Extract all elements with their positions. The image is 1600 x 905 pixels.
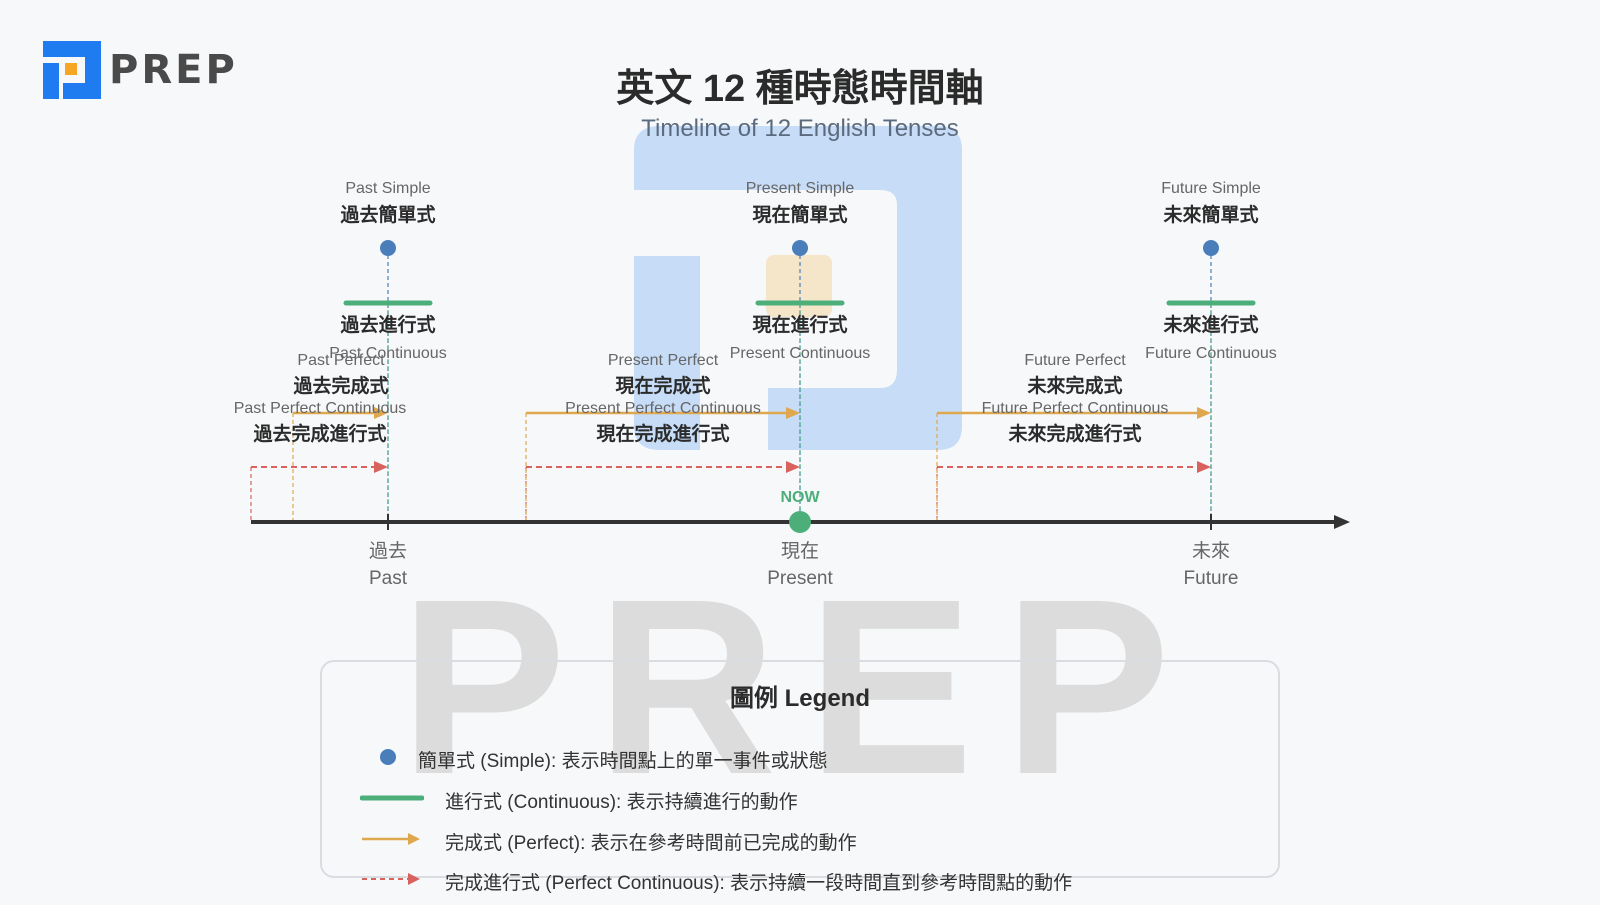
page-subtitle: Timeline of 12 English Tenses xyxy=(641,115,959,142)
present-perfect-label-zh: 現在完成式 xyxy=(615,374,710,397)
future-continuous-label-en: Future Continuous xyxy=(1145,345,1277,362)
past-perfect-continuous-label-zh: 過去完成進行式 xyxy=(253,422,386,445)
legend-item-perfect-continuous: 完成進行式 (Perfect Continuous): 表示持續一段時間直到參考… xyxy=(322,864,1278,894)
past-perfect-continuous-label-en: Past Perfect Continuous xyxy=(234,400,407,417)
legend-text-continuous: 進行式 (Continuous): 表示持續進行的動作 xyxy=(445,792,798,813)
future-perfect-continuous-label-en: Future Perfect Continuous xyxy=(982,400,1169,417)
past-axis-label-en: Past xyxy=(369,568,408,589)
past-simple-label-zh: 過去簡單式 xyxy=(340,203,435,226)
future-continuous-label-zh: 未來進行式 xyxy=(1162,313,1258,336)
present-perfect-continuous-label-en: Present Perfect Continuous xyxy=(565,400,761,417)
future-simple-label-zh: 未來簡單式 xyxy=(1162,203,1258,226)
future-perfect-label-en: Future Perfect xyxy=(1024,352,1126,369)
arrow-icon xyxy=(362,833,420,845)
future-simple-label-en: Future Simple xyxy=(1161,180,1261,197)
logo-wordmark: PREP xyxy=(109,47,238,93)
dashed-arrow-icon xyxy=(362,873,420,885)
past-axis-label-zh: 過去 xyxy=(369,540,407,562)
legend-panel: 圖例 Legend 簡單式 (Simple): 表示時間點上的單一事件或狀態 進… xyxy=(320,660,1280,894)
future-perfect-continuous-label-zh: 未來完成進行式 xyxy=(1007,422,1141,445)
logo-mark-icon xyxy=(43,41,101,99)
past-perfect-label-zh: 過去完成式 xyxy=(293,374,388,397)
legend-title: 圖例 Legend xyxy=(729,685,870,712)
future-simple-dot xyxy=(1203,240,1219,256)
legend-text-perfect-continuous: 完成進行式 (Perfect Continuous): 表示持續一段時間直到參考… xyxy=(445,873,1073,894)
dot-icon xyxy=(380,749,396,765)
future-axis-label-en: Future xyxy=(1184,568,1239,589)
present-highlight-box xyxy=(766,255,832,317)
past-simple-dot xyxy=(380,240,396,256)
present-perfect-continuous-label-zh: 現在完成進行式 xyxy=(596,422,729,445)
future-perfect-continuous-arrowhead xyxy=(1197,461,1211,473)
legend-item-perfect: 完成式 (Perfect): 表示在參考時間前已完成的動作 xyxy=(322,824,1278,854)
legend-text-perfect: 完成式 (Perfect): 表示在參考時間前已完成的動作 xyxy=(445,833,857,854)
now-label: NOW xyxy=(780,489,820,506)
now-marker-dot xyxy=(789,511,811,533)
present-perfect-arrowhead xyxy=(786,407,800,419)
watermark-logo-shape xyxy=(634,126,962,450)
present-simple-label-zh: 現在簡單式 xyxy=(752,203,847,226)
past-continuous-label-zh: 過去進行式 xyxy=(340,313,435,336)
present-axis-label-en: Present xyxy=(767,568,833,589)
past-perfect-continuous-arrowhead xyxy=(374,461,388,473)
legend-item-simple: 簡單式 (Simple): 表示時間點上的單一事件或狀態 xyxy=(322,742,1278,772)
present-perfect-label-en: Present Perfect xyxy=(608,352,719,369)
present-axis-label-zh: 現在 xyxy=(781,540,819,562)
future-axis-label-zh: 未來 xyxy=(1192,540,1230,562)
present-perfect-continuous-arrowhead xyxy=(786,461,800,473)
page-title: 英文 12 種時態時間軸 xyxy=(616,68,984,110)
time-axis-arrowhead xyxy=(1334,515,1350,529)
future-perfect-arrowhead xyxy=(1197,407,1211,419)
prep-logo: PREP xyxy=(43,41,238,99)
watermark-text: PREP xyxy=(400,547,1201,826)
past-continuous-label-en: Past Continuous xyxy=(329,345,446,362)
past-simple-label-en: Past Simple xyxy=(345,180,430,197)
future-perfect-label-zh: 未來完成式 xyxy=(1026,374,1122,397)
past-perfect-label-en: Past Perfect xyxy=(297,352,385,369)
present-continuous-label-zh: 現在進行式 xyxy=(752,313,847,336)
legend-item-continuous: 進行式 (Continuous): 表示持續進行的動作 xyxy=(322,783,1278,813)
present-continuous-label-en: Present Continuous xyxy=(730,345,871,362)
present-simple-label-en: Present Simple xyxy=(746,180,855,197)
legend-text-simple: 簡單式 (Simple): 表示時間點上的單一事件或狀態 xyxy=(418,751,828,772)
present-simple-dot xyxy=(792,240,808,256)
past-perfect-arrowhead xyxy=(374,407,388,419)
bar-icon xyxy=(360,795,424,801)
